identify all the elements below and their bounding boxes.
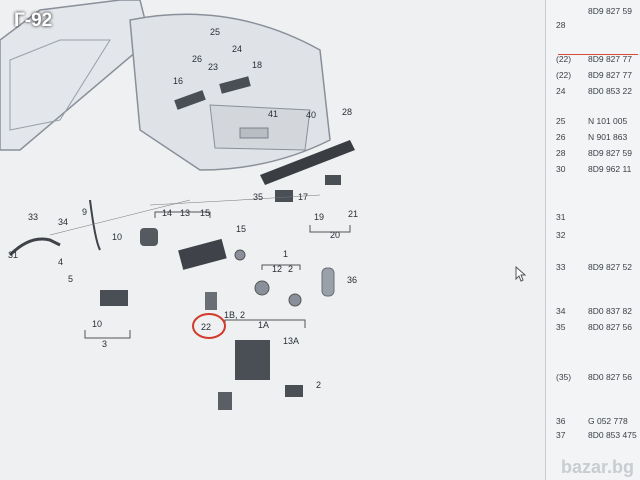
- row-part-number: G 052 778: [588, 416, 628, 426]
- table-row: 35 8D0 827 56: [546, 320, 640, 336]
- callout-label: 2: [316, 380, 321, 390]
- row-part-number: 8D9 827 59: [588, 148, 632, 158]
- callout-label: 41: [268, 109, 278, 119]
- callout-label: 20: [330, 230, 340, 240]
- callout-label: 12: [272, 264, 282, 274]
- callout-label: 34: [58, 217, 68, 227]
- row-position: 24: [556, 86, 566, 96]
- row-part-number: 8D0 837 82: [588, 306, 632, 316]
- watermark: bazar.bg: [560, 457, 634, 477]
- row-part-number: N 101 005: [588, 116, 628, 126]
- row-position: 36: [556, 416, 566, 426]
- callout-label: 1A: [258, 320, 269, 330]
- table-row: 26 N 901 863: [546, 130, 640, 146]
- row-part-number: N 901 863: [588, 132, 628, 142]
- table-row: 32: [546, 228, 640, 244]
- red-underline: [558, 54, 638, 55]
- row-position: 26: [556, 132, 566, 142]
- callout-label: 19: [314, 212, 324, 222]
- row-position: 28: [556, 20, 566, 30]
- callout-label: 1B, 2: [224, 310, 245, 320]
- callout-label: 21: [348, 209, 358, 219]
- callout-label: 9: [82, 207, 87, 217]
- row-part-number: 8D0 853 22: [588, 86, 632, 96]
- row-part-number: 8D9 827 59: [588, 6, 632, 16]
- callout-label: 14: [162, 208, 172, 218]
- callout-label: 15: [200, 208, 210, 218]
- row-part-number: 8D0 827 56: [588, 322, 632, 332]
- table-row: 36 G 052 778: [546, 414, 640, 430]
- row-part-number: 8D9 827 77: [588, 54, 632, 64]
- callout-label: 36: [347, 275, 357, 285]
- callout-label: 10: [112, 232, 122, 242]
- callout-label: 23: [208, 62, 218, 72]
- photo-tag: Г-92: [14, 10, 53, 31]
- row-position: (35): [556, 372, 572, 382]
- callout-label: 33: [28, 212, 38, 222]
- callout-label: 35: [253, 192, 263, 202]
- row-part-number: 8D0 827 56: [588, 372, 632, 382]
- table-row: 8D9 827 59: [546, 4, 640, 20]
- callout-label: 1: [283, 249, 288, 259]
- table-row: 25 N 101 005: [546, 114, 640, 130]
- table-row: 34 8D0 837 82: [546, 304, 640, 320]
- table-row: 33 8D9 827 52: [546, 260, 640, 276]
- table-row: (22) 8D9 827 77: [546, 68, 640, 84]
- row-position: 25: [556, 116, 566, 126]
- callout-label: 26: [192, 54, 202, 64]
- table-row: 28: [546, 18, 640, 34]
- table-row: 37 8D0 853 475: [546, 428, 640, 444]
- callout-label: 17: [298, 192, 308, 202]
- row-position: 30: [556, 164, 566, 174]
- row-part-number: 8D9 827 52: [588, 262, 632, 272]
- row-part-number: 8D9 827 77: [588, 70, 632, 80]
- row-part-number: 8D9 962 11: [588, 164, 632, 174]
- callout-label: 15: [236, 224, 246, 234]
- row-position: 34: [556, 306, 566, 316]
- row-part-number: 8D0 853 475: [588, 430, 637, 440]
- callout-label: 2: [288, 264, 293, 274]
- callout-label: 28: [342, 107, 352, 117]
- mouse-cursor-icon: [515, 266, 527, 282]
- highlight-circle: [192, 313, 226, 339]
- row-position: 33: [556, 262, 566, 272]
- callout-label: 22: [201, 322, 211, 332]
- callout-label: 13: [180, 208, 190, 218]
- table-row: 31: [546, 210, 640, 226]
- callout-label: 31: [8, 250, 18, 260]
- table-row: (35) 8D0 827 56: [546, 370, 640, 386]
- callout-label: 16: [173, 76, 183, 86]
- callout-label: 25: [210, 27, 220, 37]
- callout-label: 5: [68, 274, 73, 284]
- callout-label: 4: [58, 257, 63, 267]
- callout-label: 40: [306, 110, 316, 120]
- row-position: 37: [556, 430, 566, 440]
- table-row: 28 8D9 827 59: [546, 146, 640, 162]
- callout-label: 10: [92, 319, 102, 329]
- row-position: (22): [556, 70, 572, 80]
- table-row: 24 8D0 853 22: [546, 84, 640, 100]
- row-position: 32: [556, 230, 566, 240]
- row-position: 31: [556, 212, 566, 222]
- row-position: (22): [556, 54, 572, 64]
- callout-label: 24: [232, 44, 242, 54]
- callout-label: 18: [252, 60, 262, 70]
- table-row: 30 8D9 962 11: [546, 162, 640, 178]
- parts-table: 8D9 827 59 28 (22) 8D9 827 77 (22) 8D9 827 77…: [545, 0, 640, 480]
- table-row: (22) 8D9 827 77: [546, 52, 640, 68]
- callout-label: 3: [102, 339, 107, 349]
- row-position: 35: [556, 322, 566, 332]
- callout-label: 13A: [283, 336, 299, 346]
- row-position: 28: [556, 148, 566, 158]
